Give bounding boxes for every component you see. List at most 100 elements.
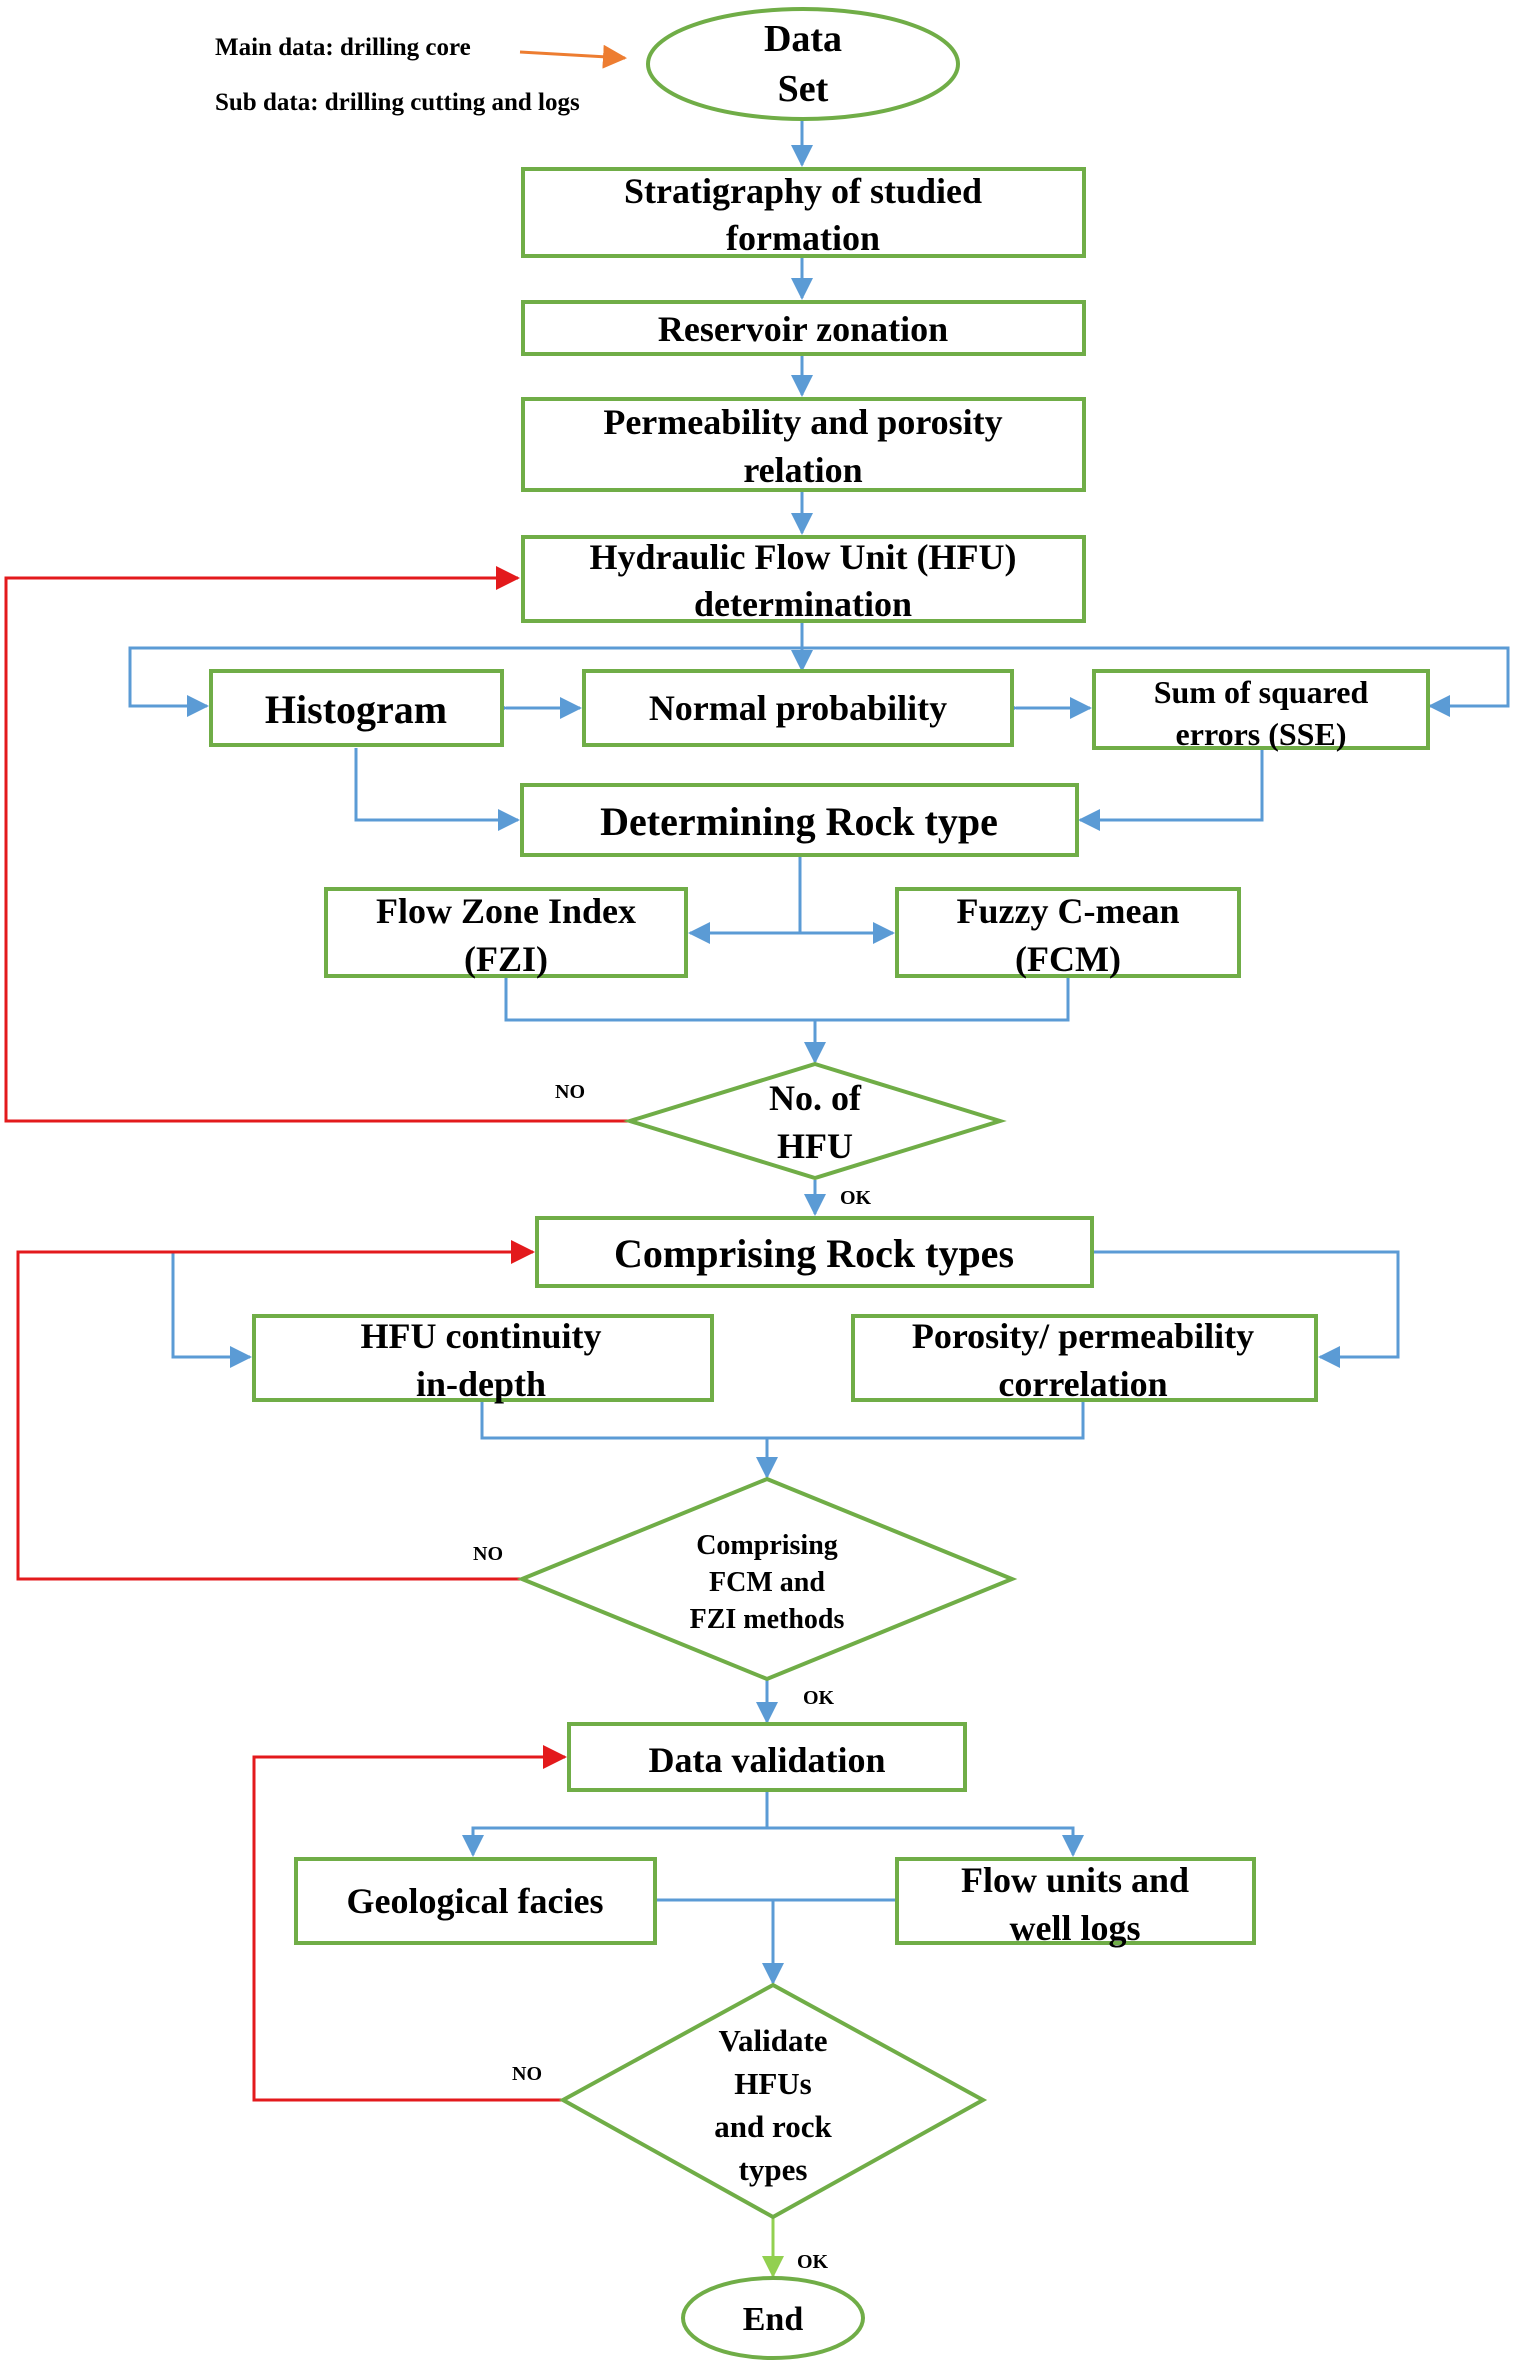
fcm-line-1: Fuzzy C-mean bbox=[957, 891, 1180, 931]
edge-split-sse bbox=[802, 646, 1510, 717]
node-normal-probability: Normal probability bbox=[582, 669, 1014, 747]
svg-text:End: End bbox=[743, 2301, 804, 2338]
node-porosity-perm-correlation: Porosity/ permeability correlation bbox=[851, 1314, 1318, 1404]
edge-facies-merge bbox=[655, 1898, 775, 1942]
svg-text:Normal probability: Normal probability bbox=[649, 688, 947, 728]
flow-units-logs-line-1: Flow units and bbox=[961, 1860, 1189, 1900]
data-set-line-1: Data bbox=[764, 18, 842, 60]
node-determining-rock-type: Determining Rock type bbox=[520, 783, 1079, 857]
perm-porosity-line-2: relation bbox=[743, 450, 862, 490]
sse-line-1: Sum of squared bbox=[1154, 674, 1369, 710]
svg-text:Flow Zone Index(FZI): Flow Zone Index (FZI) bbox=[376, 891, 636, 979]
edge-hist-rocktype bbox=[354, 748, 520, 831]
connectors bbox=[4, 44, 1510, 2278]
node-perm-porosity: Permeability and porosity relation bbox=[521, 397, 1086, 492]
svg-text:Hydraulic Flow Unit (HFU)deter: Hydraulic Flow Unit (HFU) determination bbox=[590, 537, 1017, 624]
node-comprising-rock-types: Comprising Rock types bbox=[535, 1216, 1094, 1288]
perm-porosity-line-1: Permeability and porosity bbox=[603, 402, 1002, 442]
edge-split-flowunits bbox=[767, 1826, 1084, 1857]
input-arrow bbox=[519, 44, 627, 69]
edge-split-facies bbox=[462, 1826, 767, 1857]
no-of-hfu-line-2: HFU bbox=[777, 1126, 853, 1166]
svg-text:Comprising Rock types: Comprising Rock types bbox=[614, 1231, 1014, 1276]
edge-label-no-2: NO bbox=[473, 1543, 503, 1565]
sse-line-2: errors (SSE) bbox=[1176, 716, 1347, 752]
svg-text:Histogram: Histogram bbox=[265, 687, 447, 732]
svg-text:Data validation: Data validation bbox=[648, 1740, 885, 1780]
edge-label-no-3: NO bbox=[512, 2063, 542, 2085]
flow-units-logs-line-2: well logs bbox=[1010, 1908, 1141, 1948]
edge-no-loop-3 bbox=[252, 1745, 567, 2102]
edge-label-ok-2: OK bbox=[803, 1687, 835, 1709]
hfu-continuity-line-2: in-depth bbox=[416, 1364, 546, 1404]
reservoir-zonation-line-1: Reservoir zonation bbox=[658, 309, 948, 349]
node-flow-units-logs: Flow units and well logs bbox=[895, 1857, 1256, 1948]
node-sse: Sum of squared errors (SSE) bbox=[1092, 669, 1430, 752]
porosity-perm-corr-line-2: correlation bbox=[998, 1364, 1167, 1404]
svg-text:Geological facies: Geological facies bbox=[347, 1881, 604, 1921]
node-reservoir-zonation: Reservoir zonation bbox=[521, 300, 1086, 356]
stratigraphy-line-2: formation bbox=[726, 218, 880, 258]
edge-sse-rocktype bbox=[1078, 750, 1264, 831]
node-histogram: Histogram bbox=[209, 669, 504, 747]
edge-label-ok-3: OK bbox=[797, 2251, 829, 2273]
data-set-line-2: Set bbox=[778, 68, 829, 110]
validate-hfus-line-2: HFUs bbox=[734, 2066, 812, 2101]
comprising-methods-line-1: Comprising bbox=[696, 1530, 838, 1561]
determining-rock-type-line-1: Determining Rock type bbox=[600, 799, 998, 844]
comprising-methods-line-3: FZI methods bbox=[690, 1604, 845, 1635]
node-data-validation: Data validation bbox=[567, 1722, 967, 1792]
svg-text:Reservoir zonation: Reservoir zonation bbox=[658, 309, 948, 349]
edge-label-ok-1: OK bbox=[840, 1187, 872, 1209]
hfu-determination-line-1: Hydraulic Flow Unit (HFU) bbox=[590, 537, 1017, 577]
stratigraphy-line-1: Stratigraphy of studied bbox=[624, 171, 982, 211]
geological-facies-line-1: Geological facies bbox=[347, 1881, 604, 1921]
porosity-perm-corr-line-1: Porosity/ permeability bbox=[912, 1316, 1254, 1356]
node-end: End bbox=[681, 2276, 865, 2360]
edge-fzi-merge bbox=[504, 977, 1070, 1022]
hfu-continuity-line-1: HFU continuity bbox=[360, 1316, 601, 1356]
svg-text:Fuzzy C-mean(FCM): Fuzzy C-mean (FCM) bbox=[957, 891, 1180, 979]
node-hfu-determination: Hydraulic Flow Unit (HFU) determination bbox=[521, 535, 1086, 624]
hfu-determination-line-2: determination bbox=[694, 584, 912, 624]
node-fcm: Fuzzy C-mean (FCM) bbox=[895, 887, 1241, 979]
validate-hfus-line-3: and rock bbox=[714, 2109, 832, 2144]
node-geological-facies: Geological facies bbox=[294, 1857, 657, 1945]
edge-label-no-1: NO bbox=[555, 1081, 585, 1103]
node-hfu-continuity: HFU continuity in-depth bbox=[252, 1314, 714, 1404]
sub-data-note: Sub data: drilling cutting and logs bbox=[215, 89, 580, 116]
data-validation-line-1: Data validation bbox=[648, 1740, 885, 1780]
node-fzi: Flow Zone Index (FZI) bbox=[324, 887, 688, 979]
main-data-note: Main data: drilling core bbox=[215, 34, 471, 61]
validate-hfus-line-1: Validate bbox=[718, 2023, 827, 2058]
svg-text:Determining Rock type: Determining Rock type bbox=[600, 799, 998, 844]
edge-no-loop-2 bbox=[16, 1240, 535, 1581]
validate-hfus-line-4: types bbox=[739, 2152, 808, 2187]
node-stratigraphy: Stratigraphy of studied formation bbox=[521, 167, 1086, 258]
edge-no-loop-1 bbox=[4, 566, 628, 1123]
histogram-line-1: Histogram bbox=[265, 687, 447, 732]
comprising-rock-types-line-1: Comprising Rock types bbox=[614, 1231, 1014, 1276]
comprising-methods-line-2: FCM and bbox=[709, 1567, 825, 1598]
fzi-line-1: Flow Zone Index bbox=[376, 891, 636, 931]
normal-probability-line-1: Normal probability bbox=[649, 688, 947, 728]
edge-comprising-corr bbox=[1094, 1250, 1400, 1368]
fcm-line-2: (FCM) bbox=[1015, 939, 1121, 979]
edge-split-histogram bbox=[128, 646, 802, 717]
fzi-line-2: (FZI) bbox=[464, 939, 548, 979]
